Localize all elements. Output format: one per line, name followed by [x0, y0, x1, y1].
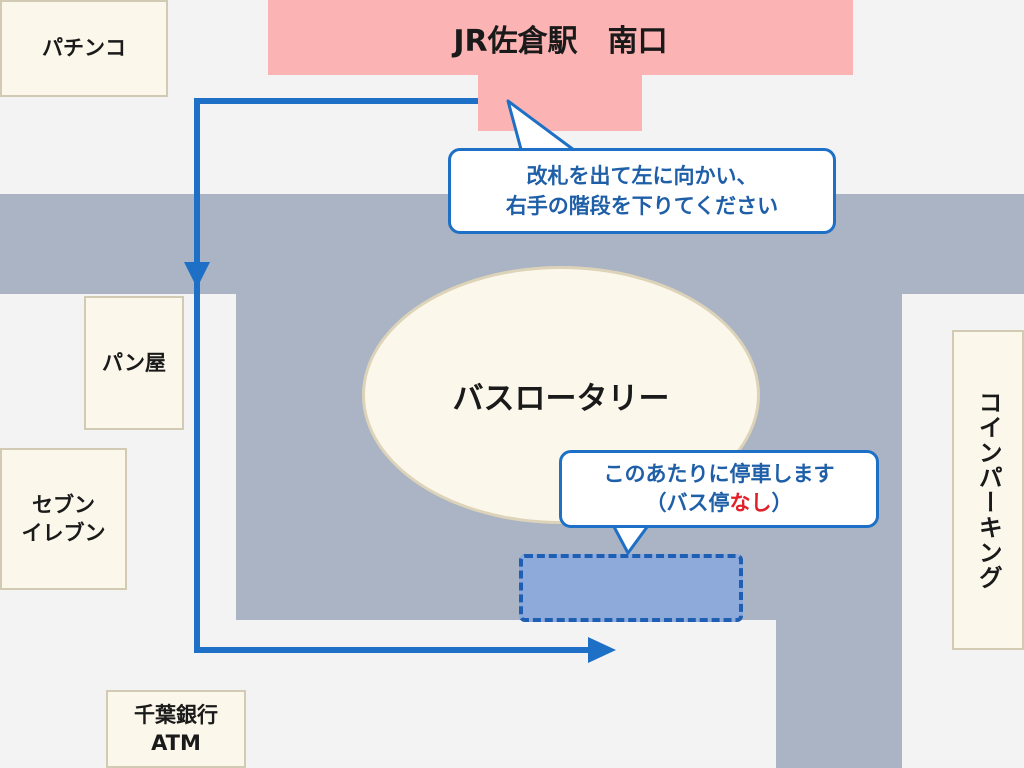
- stop-text-emphasis: なし: [729, 491, 772, 515]
- jr-sakura-station-south-exit: JR佐倉駅 南口: [268, 0, 853, 75]
- directions-callout: 改札を出て左に向かい、 右手の階段を下りてください: [448, 148, 836, 234]
- seven-eleven-label-line2: イレブン: [21, 521, 106, 545]
- stop-text-line1: このあたりに停車します: [603, 461, 835, 486]
- south-road: [776, 620, 902, 768]
- pachinko-label: パチンコ: [42, 36, 126, 61]
- station-name: JR佐倉駅 南口: [453, 23, 668, 59]
- seven-eleven-building: セブン イレブン: [0, 448, 127, 590]
- bakery-building: パン屋: [84, 296, 184, 430]
- directions-text-line1: 改札を出て左に向かい、: [526, 163, 758, 188]
- chiba-bank-label-line1: 千葉銀行: [134, 702, 218, 727]
- coin-parking-building: コインパーキング: [952, 330, 1024, 650]
- route-end-arrowhead: [588, 637, 616, 663]
- bus-rotary-label: バスロータリー: [452, 380, 670, 417]
- stop-text-prefix: （バス停: [645, 491, 730, 515]
- pachinko-building: パチンコ: [0, 0, 168, 97]
- station-exit-stairs: [478, 75, 642, 131]
- bakery-label: パン屋: [101, 350, 167, 375]
- directions-text-line2: 右手の階段を下りてください: [505, 194, 779, 218]
- coin-parking-label: コインパーキング: [974, 390, 1003, 590]
- stop-text-line2: （バス停なし）: [646, 489, 793, 518]
- chiba-bank-atm-building: 千葉銀行 ATM: [106, 690, 246, 768]
- seven-eleven-label-line1: セブン: [32, 492, 95, 517]
- stop-location-callout: このあたりに停車します （バス停なし）: [559, 450, 879, 528]
- stop-text-suffix: ）: [771, 491, 793, 515]
- pickup-stop-zone: [519, 554, 743, 622]
- chiba-bank-label-line2: ATM: [151, 731, 201, 755]
